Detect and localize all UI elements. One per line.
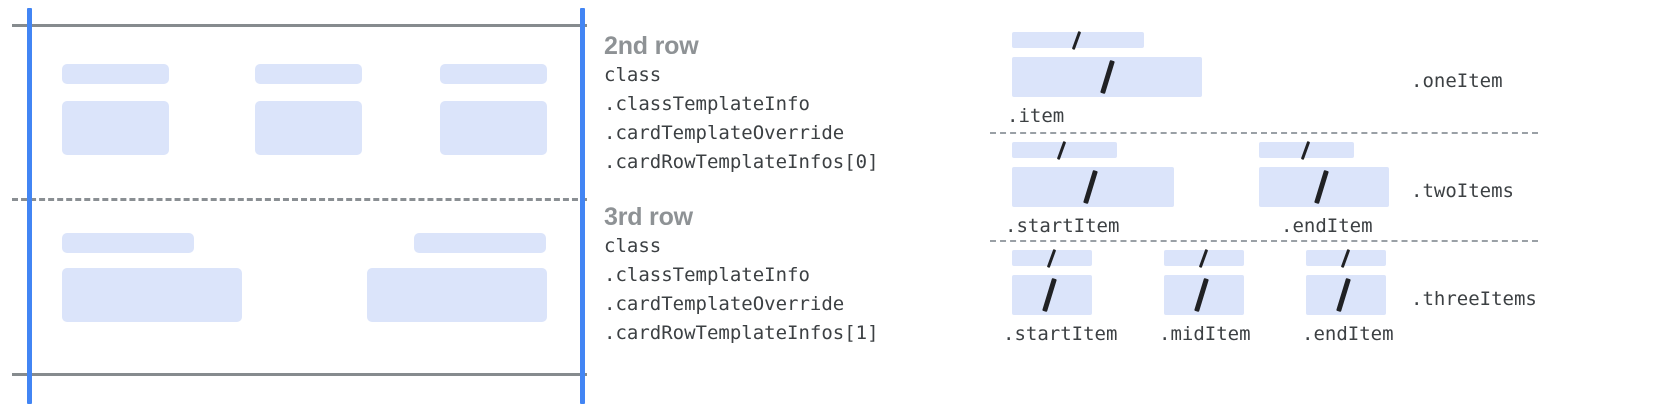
three-items-mid-body-bar [1164, 275, 1244, 315]
row2-col1-body-bar [62, 101, 169, 155]
two-items-end-label-bar [1259, 141, 1354, 160]
third-row-code-line-4: .cardRowTemplateInfos[1] [604, 322, 879, 344]
one-item-slot-label: .item [1007, 105, 1065, 127]
row3-col2-body-bar [367, 268, 547, 322]
slash-mark-icon [1300, 141, 1311, 160]
second-row-description: 2nd row class .classTemplateInfo .cardTe… [604, 32, 879, 177]
variant-name-one-item: .oneItem [1411, 70, 1503, 92]
card-left-guide-line [27, 8, 32, 404]
three-items-start-body-bar [1012, 275, 1092, 315]
slash-mark-icon [1083, 170, 1098, 204]
row3-col1-body-bar [62, 268, 242, 322]
third-row-heading: 3rd row [604, 203, 693, 231]
third-row-code-line-1: class [604, 235, 662, 257]
variant-name-two-items: .twoItems [1411, 180, 1514, 202]
second-row-heading: 2nd row [604, 32, 699, 60]
card-right-guide-line [580, 8, 585, 404]
two-items-end-body-bar [1259, 167, 1389, 207]
row2-col3-label-bar [440, 64, 547, 84]
item-variant-legend: .item .oneItem .startItem [990, 0, 1676, 412]
third-row-description: 3rd row class .classTemplateInfo .cardTe… [604, 203, 879, 348]
third-row-code-line-3: .cardTemplateOverride [604, 293, 845, 315]
three-items-mid-slot-label: .midItem [1159, 323, 1251, 345]
three-items-end-slot-label: .endItem [1302, 323, 1394, 345]
one-item-label-bar [1012, 31, 1144, 50]
card-bottom-boundary-rule [12, 373, 587, 376]
row2-col2-body-bar [255, 101, 362, 155]
two-items-start-slot-label: .startItem [1005, 215, 1120, 237]
slash-mark-icon [1198, 249, 1209, 268]
row2-col1-label-bar [62, 64, 169, 84]
three-items-mid-label-bar [1164, 249, 1244, 268]
second-row-code-line-4: .cardRowTemplateInfos[0] [604, 151, 879, 173]
row2-col3-body-bar [440, 101, 547, 155]
row3-col2-label-bar [414, 233, 546, 253]
three-items-end-body-bar [1306, 275, 1386, 315]
slash-mark-icon [1071, 31, 1082, 50]
slash-mark-icon [1056, 141, 1067, 160]
second-row-code-line-3: .cardTemplateOverride [604, 122, 845, 144]
slash-mark-icon [1194, 278, 1209, 312]
row2-col2-label-bar [255, 64, 362, 84]
variant-name-three-items: .threeItems [1411, 288, 1537, 310]
variant-divider-2 [990, 240, 1538, 242]
three-items-end-label-bar [1306, 249, 1386, 268]
three-items-start-slot-label: .startItem [1003, 323, 1118, 345]
card-top-boundary-rule [12, 24, 587, 27]
third-row-code-line-2: .classTemplateInfo [604, 264, 810, 286]
second-row-code-line-1: class [604, 64, 662, 86]
row3-col1-label-bar [62, 233, 194, 253]
slash-mark-icon [1314, 170, 1329, 204]
slash-mark-icon [1046, 249, 1057, 268]
card-row-divider-dashed [12, 198, 587, 201]
two-items-start-label-bar [1012, 141, 1117, 160]
two-items-start-body-bar [1012, 167, 1174, 207]
one-item-body-bar [1012, 57, 1202, 97]
slash-mark-icon [1042, 278, 1057, 312]
slash-mark-icon [1340, 249, 1351, 268]
slash-mark-icon [1336, 278, 1351, 312]
two-items-end-slot-label: .endItem [1281, 215, 1373, 237]
card-template-preview [0, 0, 600, 412]
variant-divider-1 [990, 132, 1538, 134]
slash-mark-icon [1100, 60, 1115, 94]
second-row-code-line-2: .classTemplateInfo [604, 93, 810, 115]
three-items-start-label-bar [1012, 249, 1092, 268]
